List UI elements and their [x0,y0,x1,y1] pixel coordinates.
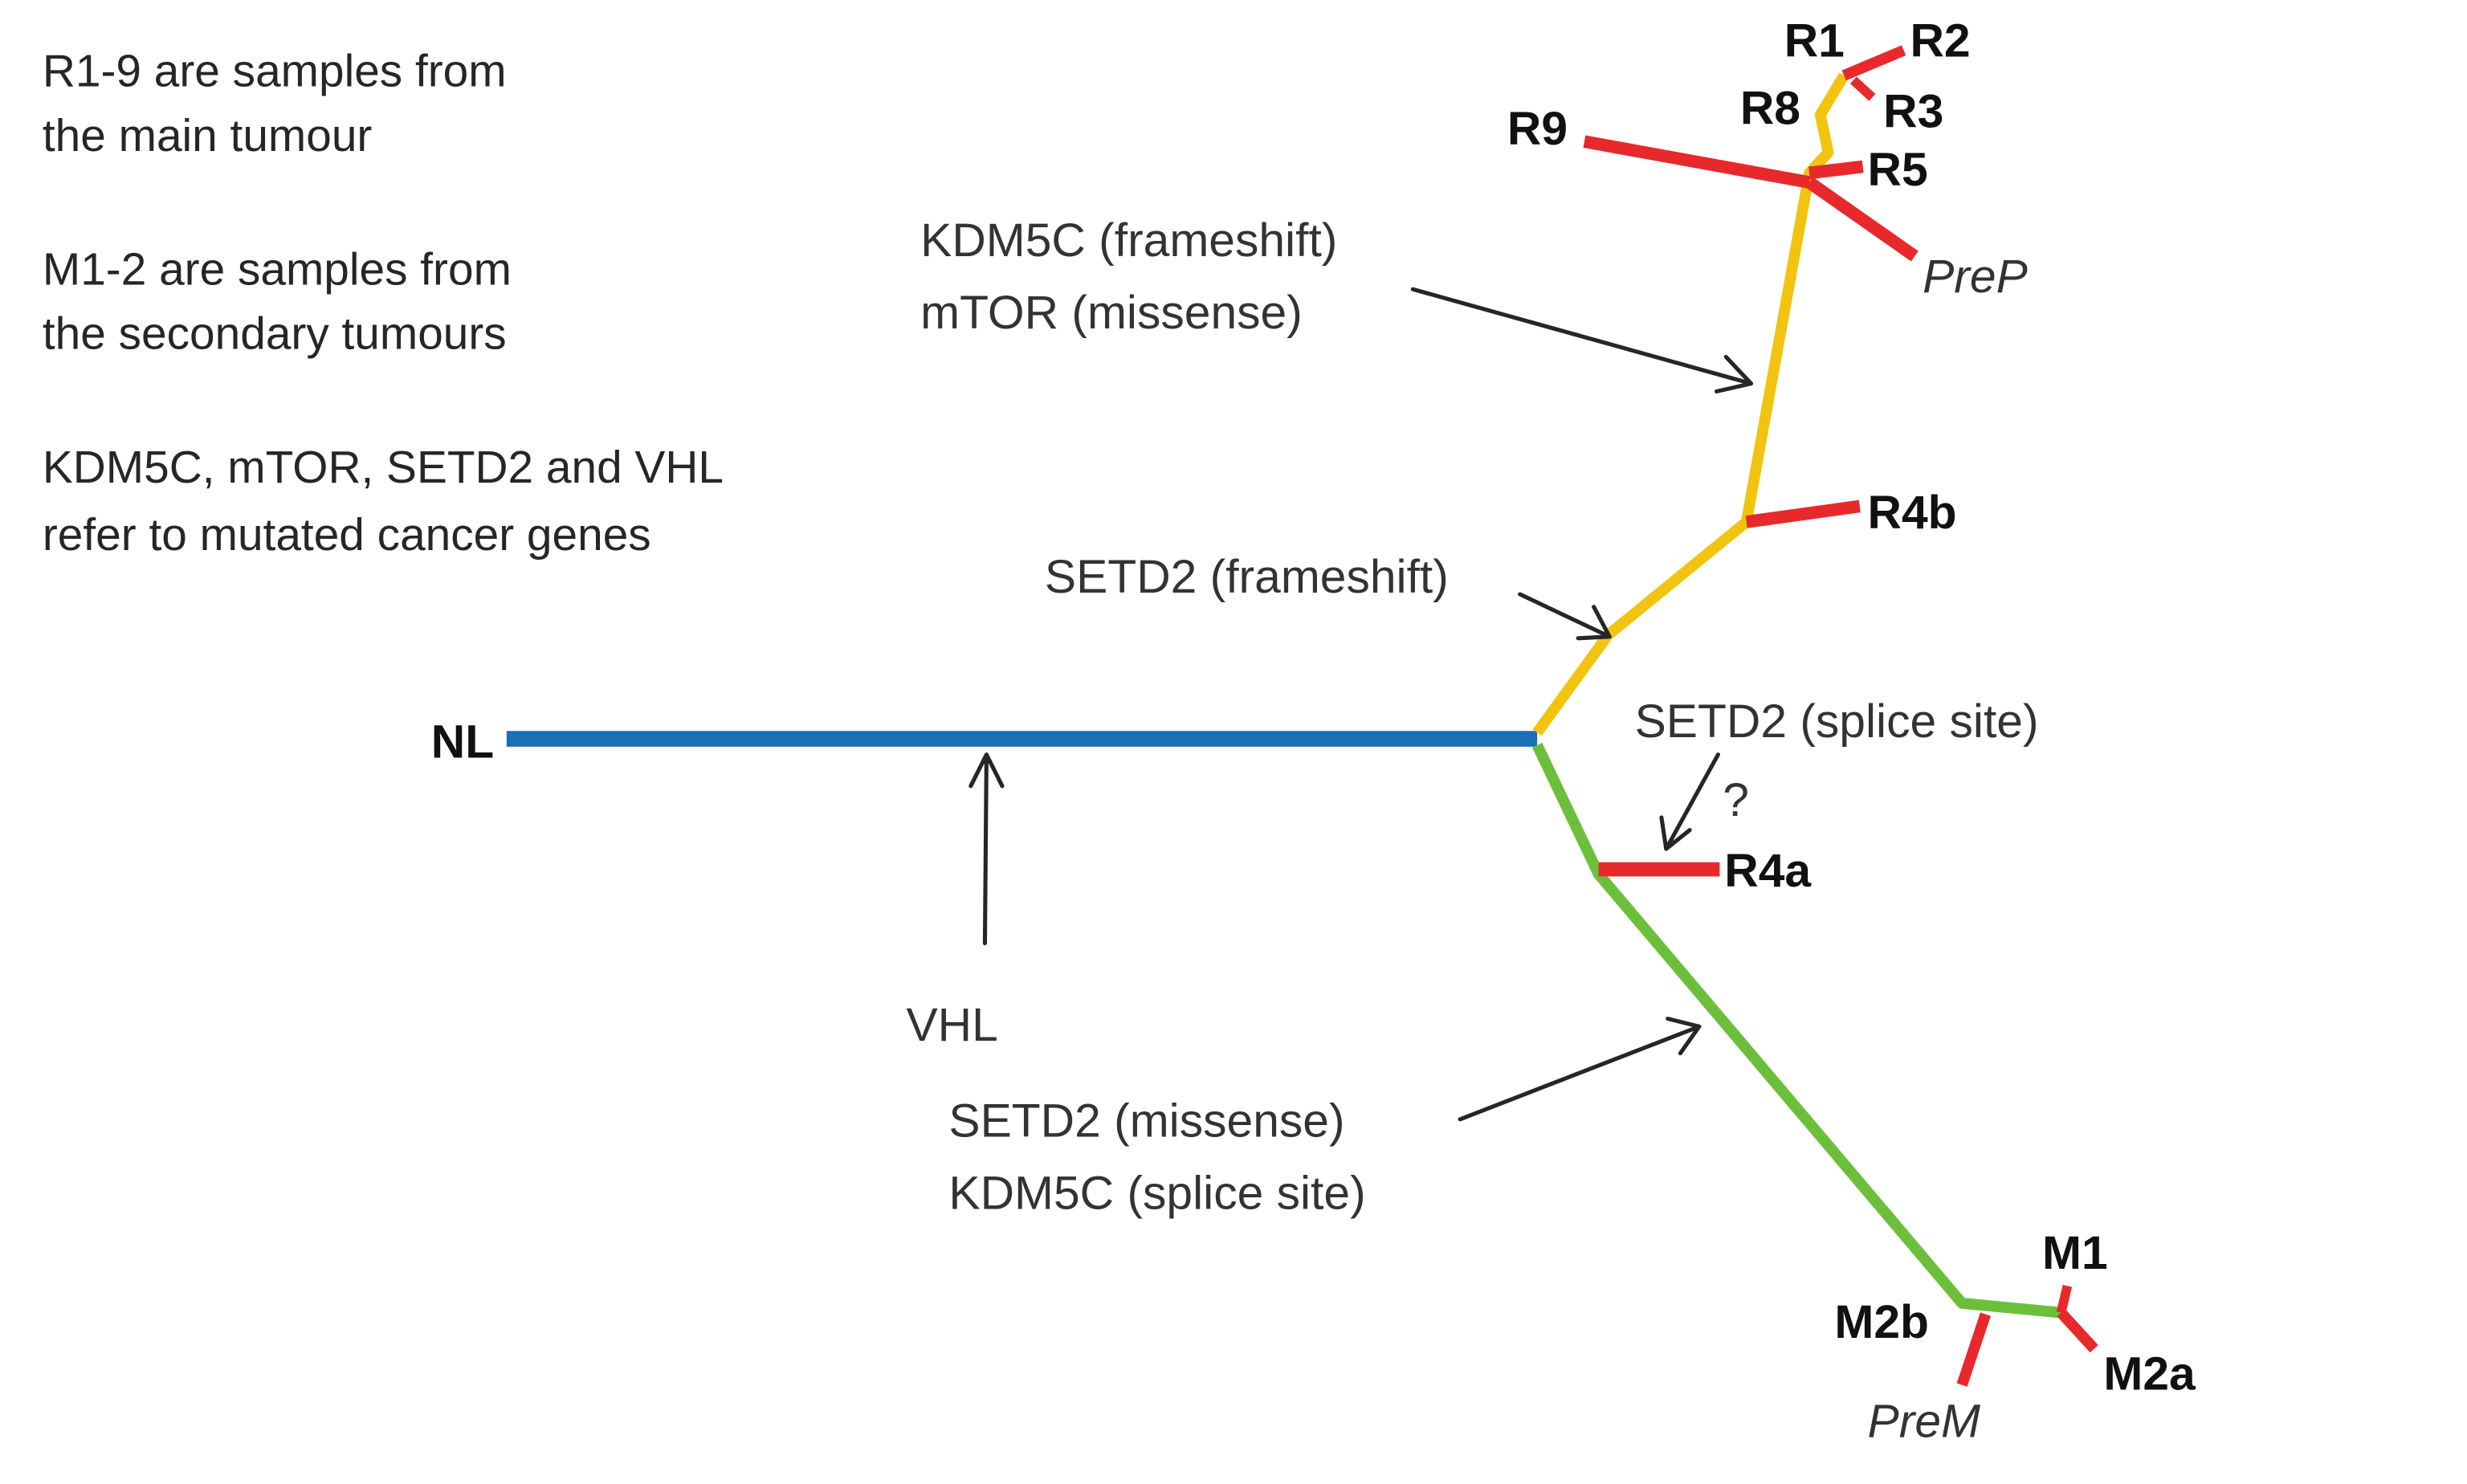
annotation-setd2-splice-site-text: SETD2 (splice site) [1635,695,2039,748]
leaf-label-r3: R3 [1883,86,1943,138]
leaf-label-r5: R5 [1868,144,1928,196]
leaf-branch-r2 [1841,45,1906,81]
notes: R1-9 are samples from the main tumour M1… [43,47,724,561]
note-1-line-2: the main tumour [43,111,372,161]
leaf-label-r2: R2 [1910,14,1970,67]
arrow-icon [1410,287,1754,393]
leaf-branch-prem [1956,1312,1991,1387]
leaf-label-r9: R9 [1507,103,1568,155]
annotation-mtor-missense-text: mTOR (missense) [920,287,1303,339]
note-1-line-1: R1-9 are samples from [43,47,507,97]
leaf-branch-m2a [2057,1308,2098,1353]
mutation-annotations: VHL SETD2 (frameshift) KDM5C (frameshift… [906,214,2038,1219]
leaf-label-m1: M1 [2042,1227,2108,1279]
leaf-label-r8: R8 [1740,83,1800,135]
leaf-branch-r4b [1745,499,1861,528]
root-label-nl: NL [431,716,494,768]
leaf-label-prem: PreM [1868,1395,1980,1447]
note-2-line-1: M1-2 are samples from [43,244,512,295]
leaf-branch-r9 [1583,135,1811,189]
leaf-label-m2b: M2b [1834,1296,1929,1348]
leaf-label-r4b: R4b [1868,487,1957,539]
annotation-kdm5c-mtor: KDM5C (frameshift) mTOR (missense) [920,214,1754,393]
leaf-label-prep: PreP [1923,251,2028,303]
leaf-branch-m1 [2056,1284,2073,1314]
leaf-branch-r3 [1849,76,1876,101]
leaf-label-r1: R1 [1784,14,1845,67]
arrow-icon [968,752,1005,946]
annotation-setd2-missense-kdm5c-splice: SETD2 (missense) KDM5C (splice site) [948,1016,1702,1219]
sample-labels: NL R1 R2 R3 R8 R9 R5 PreP R4b R4a M1 M2b… [431,14,2196,1447]
leaf-branch-r5 [1808,160,1864,180]
annotation-vhl: VHL [906,752,1005,1051]
note-3-line-1: KDM5C, mTOR, SETD2 and VHL [43,442,724,493]
note-3-line-2: refer to mutated cancer genes [43,510,651,561]
leaf-label-r4a: R4a [1724,845,1812,897]
leaf-label-m2a: M2a [2103,1348,2196,1400]
leaf-branch-prep [1805,177,1919,262]
annotation-setd2-frameshift: SETD2 (frameshift) [1045,551,1612,641]
annotation-kdm5c-splice-site-text: KDM5C (splice site) [948,1167,1365,1219]
arrow-icon [1659,752,1720,851]
annotation-kdm5c-frameshift-text: KDM5C (frameshift) [920,214,1337,267]
metastasis-branch [1531,742,2062,1319]
note-2-line-2: the secondary tumours [43,309,507,360]
arrow-icon [1458,1016,1702,1122]
annotation-uncertain-marker: ? [1723,774,1749,826]
annotation-setd2-missense-text: SETD2 (missense) [948,1095,1344,1147]
annotation-setd2-splice-site: SETD2 (splice site) ? [1635,695,2039,851]
annotation-setd2-frameshift-text: SETD2 (frameshift) [1045,551,1449,603]
arrow-icon [1518,592,1612,641]
annotation-vhl-text: VHL [906,999,997,1051]
